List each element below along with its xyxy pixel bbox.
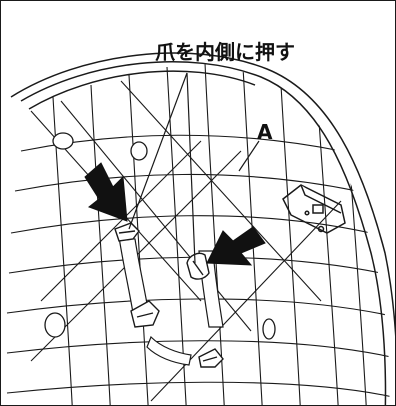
- claw-left: [114, 222, 140, 242]
- panel-grid: [6, 62, 390, 405]
- callout-leaders: [128, 72, 260, 264]
- claw-tabs: [114, 222, 224, 368]
- callout-text: 爪を内側に押す: [155, 40, 295, 64]
- push-arrows: [84, 162, 266, 266]
- leader-a: [238, 140, 260, 172]
- stand-bracket: [282, 184, 346, 234]
- panel-rim: [10, 52, 395, 405]
- leader-left: [128, 72, 188, 230]
- arrow-right-push: [206, 226, 266, 266]
- part-label-a: A: [257, 120, 273, 144]
- leader-right: [186, 72, 196, 264]
- claw-right: [186, 252, 210, 280]
- arrow-left-push: [84, 162, 128, 222]
- center-channel: [118, 236, 224, 366]
- mounting-holes: [44, 132, 276, 340]
- claw-lower-left: [130, 300, 160, 328]
- claw-bottom: [198, 348, 224, 368]
